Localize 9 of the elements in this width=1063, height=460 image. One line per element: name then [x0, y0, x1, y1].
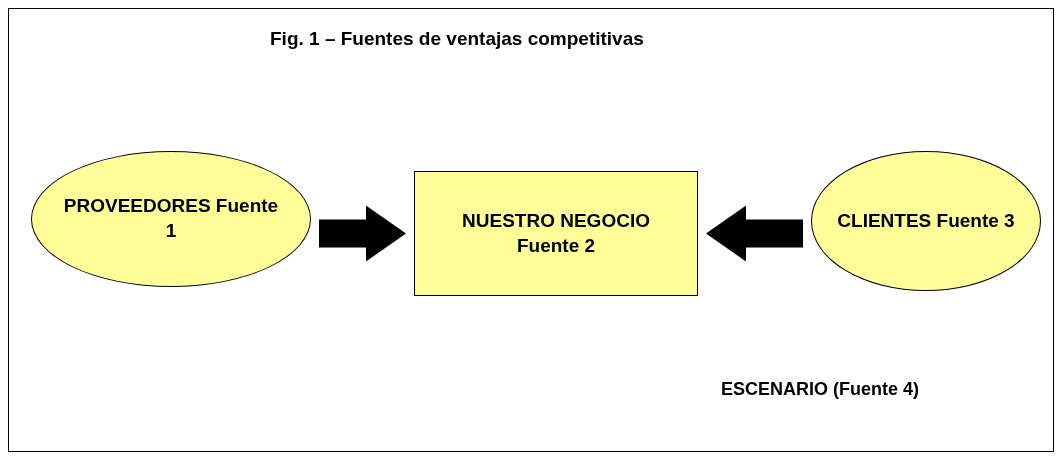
block-arrow [319, 205, 406, 262]
figure-title: Fig. 1 – Fuentes de ventajas competitivas [270, 28, 644, 50]
node-label: PROVEEDORES Fuente 1 [62, 194, 280, 243]
scenario-frame [8, 8, 1054, 452]
block-arrow [706, 205, 803, 262]
scenario-label: ESCENARIO (Fuente 4) [721, 379, 920, 400]
process-box [414, 171, 698, 296]
node-label: CLIENTES Fuente 3 [837, 208, 1015, 233]
node-label: NUESTRO NEGOCIO Fuente 2 [461, 208, 651, 258]
